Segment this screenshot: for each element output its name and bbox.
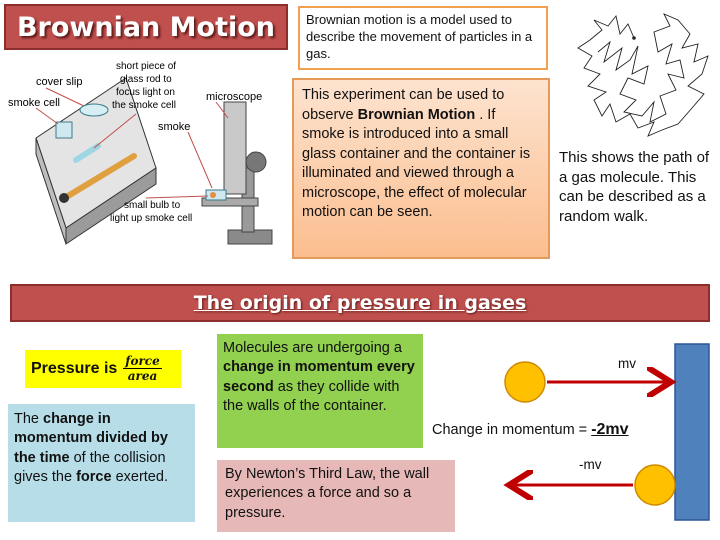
molecule-before [504, 361, 546, 403]
fraction-denominator: area [127, 368, 158, 383]
collision-diagram [495, 343, 710, 521]
molecules-box: Molecules are undergoing a change in mom… [217, 334, 423, 448]
experiment-box: This experiment can be used to observe B… [292, 78, 550, 259]
microscope-tube [223, 101, 247, 195]
bulb-icon [59, 193, 69, 203]
change-momentum-label: Change in momentum = -2mv [432, 421, 629, 439]
bulb-holder-tube [65, 153, 137, 199]
newton-box: By Newton’s Third Law, the wall experien… [217, 460, 455, 532]
pressure-label: Pressure is [31, 360, 118, 377]
label-glass-rod-1: short piece of [116, 61, 176, 72]
change-text-1: The [14, 411, 44, 427]
label-cover-slip: cover slip [36, 76, 82, 88]
brownian-apparatus-diagram: cover slip smoke cell short piece of gla… [8, 61, 273, 245]
molecules-text-1: Molecules are undergoing a [223, 340, 402, 356]
experiment-bold: Brownian Motion [357, 106, 476, 123]
molecules-text-2: as they collide with the walls of the co… [223, 378, 400, 414]
label-glass-rod-3: focus light on [116, 87, 175, 98]
molecule-after [634, 464, 676, 506]
label-glass-rod-2: glass rod to [120, 74, 172, 85]
experiment-text-1: This experiment can be used to observe [302, 87, 505, 123]
change-momentum-text: Change in momentum = [432, 422, 592, 438]
apparatus-base-side [35, 137, 67, 245]
pressure-formula-box: Pressure is force area [25, 350, 181, 388]
label-neg-mv: -mv [579, 457, 602, 472]
label-smoke-cell: smoke cell [8, 97, 60, 109]
random-walk-diagram [577, 13, 709, 137]
label-glass-rod-4: the smoke cell [112, 100, 176, 111]
microscope-stage [201, 197, 259, 207]
label-microscope: microscope [206, 91, 262, 103]
smoke-cell-glass [55, 121, 73, 139]
change-momentum-box: The change in momentum divided by the ti… [8, 404, 195, 522]
microscope-focus-knob [245, 151, 267, 173]
random-walk-caption: This shows the path of a gas molecule. T… [559, 149, 710, 225]
definition-box: Brownian motion is a model used to descr… [298, 6, 548, 70]
change-text-3: exerted. [111, 468, 168, 485]
cover-slip-icon [79, 103, 109, 117]
stage-bulb [210, 192, 216, 198]
pressure-fraction: force area [123, 353, 162, 384]
change-text-2: of the collision gives the [14, 449, 166, 485]
section-title: The origin of pressure in gases [10, 284, 710, 322]
change-bold-2: force [76, 468, 112, 485]
label-bulb-1: small bulb to [124, 200, 181, 211]
random-walk-path [577, 13, 709, 137]
label-bulb-2: light up smoke cell [110, 213, 192, 224]
change-momentum-value: -2mv [591, 421, 629, 438]
label-smoke: smoke [158, 121, 190, 133]
page-title: Brownian Motion [4, 4, 288, 50]
container-wall [674, 343, 710, 521]
label-mv: mv [618, 356, 636, 371]
change-bold-1: change in momentum divided by the time [14, 411, 168, 466]
experiment-text-2: . If smoke is introduced into a small gl… [302, 106, 531, 221]
molecules-bold: change in momentum every second [223, 359, 415, 395]
fraction-numerator: force [123, 353, 162, 369]
